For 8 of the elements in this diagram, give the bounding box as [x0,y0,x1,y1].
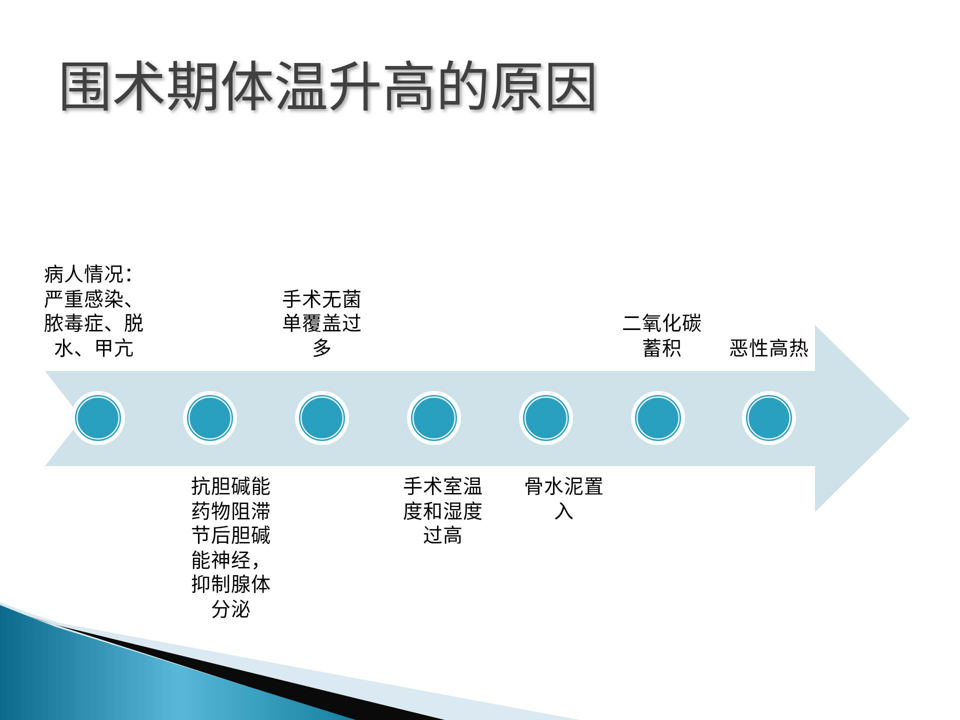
timeline-label: 病人情况：严重感染、脓毒症、脱水、甲亢 [44,263,144,361]
timeline-label: 骨水泥置入 [524,475,604,524]
timeline-label: 手术无菌单覆盖过多 [282,288,362,361]
timeline-label: 恶性高热 [729,336,809,361]
slide-title: 围术期体温升高的原因 [58,55,598,121]
timeline-label: 二氧化碳蓄积 [622,312,702,361]
timeline-label: 抗胆碱能药物阻滞节后胆碱能神经，抑制腺体分泌 [191,475,271,622]
timeline-label: 手术室温度和湿度过高 [403,475,483,548]
